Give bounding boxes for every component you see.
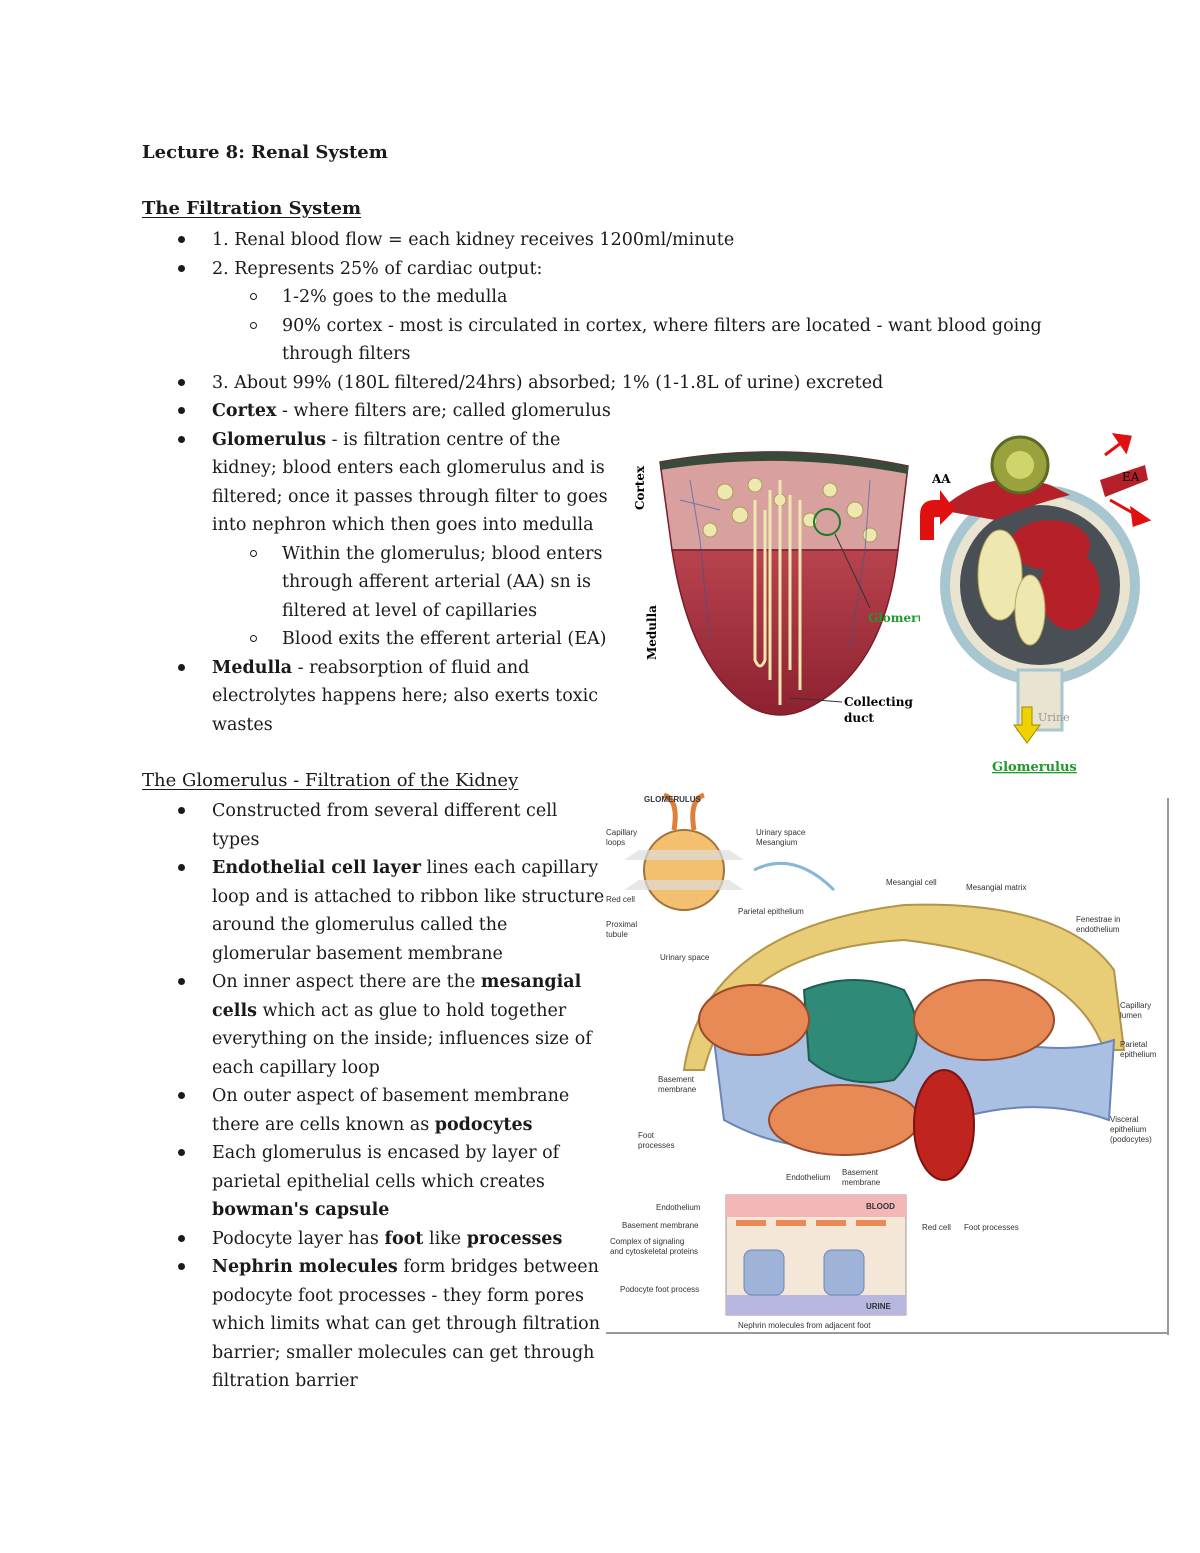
- capsule-band: [660, 451, 908, 474]
- urinary-space-label-2: Urinary space: [660, 953, 710, 962]
- efferent-arrow-up: [1104, 433, 1132, 457]
- visceral-label-3: (podocytes): [1110, 1135, 1152, 1144]
- capillary-tuft: [940, 465, 1148, 630]
- small-glomerulus: [643, 829, 725, 911]
- capillary-lumen-label-2: lumen: [1120, 1011, 1142, 1020]
- proximal-tubule-label: Proximal: [606, 920, 637, 929]
- urinary-space-label: Urinary space: [756, 828, 806, 837]
- foot-label: Foot: [638, 1131, 655, 1140]
- mesangium-shape: [802, 979, 918, 1084]
- complex-label-2: and cytoskeletal proteins: [610, 1247, 698, 1256]
- collecting-duct-label-1: Collecting: [844, 695, 913, 709]
- medulla-label: Medulla: [645, 605, 659, 660]
- visceral-label-2: epithelium: [1110, 1125, 1147, 1134]
- endothelium-label-2: Endothelium: [656, 1203, 701, 1212]
- list-item: 3. About 99% (180L filtered/24hrs) absor…: [142, 369, 1042, 398]
- basement-membrane-label: Basement: [842, 1168, 879, 1177]
- list-item: 1-2% goes to the medulla: [142, 283, 1042, 312]
- basement-label-2: membrane: [658, 1085, 697, 1094]
- glomerulus-caption: Glomerulus: [992, 760, 1077, 775]
- complex-label: Complex of signaling: [610, 1237, 684, 1246]
- list-item: 90% cortex - most is circulated in corte…: [142, 312, 1042, 369]
- foot-label-2: processes: [638, 1141, 674, 1150]
- zoom-arrow: [753, 861, 836, 892]
- glomerulus-label: Glomerulus: [868, 611, 920, 625]
- medulla-region: [671, 549, 899, 716]
- highlighted-glomerulus: [813, 508, 841, 536]
- glomerulus-detail-figure: GLOMERULUS Capillary loops Urinary space…: [606, 792, 1169, 1335]
- foot-processes-label: Foot processes: [964, 1223, 1019, 1232]
- endothelium-label: Endothelium: [786, 1173, 831, 1182]
- tubule-coils: [977, 529, 1046, 646]
- urine-label: URINE: [866, 1302, 892, 1311]
- list-item: Endothelial cell layer lines each capill…: [142, 854, 604, 968]
- page-title: Lecture 8: Renal System: [142, 142, 388, 163]
- section-heading-filtration-system: The Filtration System: [142, 198, 362, 219]
- glomeruli-cluster: [702, 477, 878, 543]
- parietal-epithelium-shape: [682, 903, 1126, 1071]
- parietal-epithelium-label: Parietal epithelium: [738, 907, 804, 916]
- list-item: 2. Represents 25% of cardiac output:: [142, 255, 1042, 284]
- glomerulus-pointer: [834, 533, 871, 609]
- fenestrae-label-2: endothelium: [1076, 925, 1120, 934]
- ea-label: EA: [1122, 470, 1140, 484]
- list-item: Blood exits the efferent arterial (EA): [142, 625, 1042, 654]
- basement-membrane-label-3: Basement membrane: [622, 1221, 699, 1230]
- red-cell-label-2: Red cell: [922, 1223, 951, 1232]
- capillary-loops-label: Capillary: [606, 828, 637, 837]
- capillary-lumen-label: Capillary: [1120, 1001, 1151, 1010]
- red-blood-cell: [913, 1069, 975, 1181]
- section-heading-glomerulus: The Glomerulus - Filtration of the Kidne…: [142, 770, 519, 791]
- visceral-label: Visceral: [1110, 1115, 1139, 1124]
- aa-label: AA: [931, 472, 951, 486]
- list-item: Podocyte layer has foot like processes: [142, 1225, 604, 1254]
- collecting-duct-label-2: duct: [844, 711, 874, 725]
- glomerulus-figure: AA EA Urine Glomerulus: [920, 433, 1152, 775]
- red-cell-label: Red cell: [606, 895, 635, 904]
- tubules: [753, 480, 802, 705]
- list-item: Glomerulus - is filtration centre of the…: [142, 426, 1042, 540]
- mesangial-matrix-label: Mesangial matrix: [966, 883, 1026, 892]
- filtration-list: 1. Renal blood flow = each kidney receiv…: [142, 226, 1042, 739]
- list-item: 1. Renal blood flow = each kidney receiv…: [142, 226, 1042, 255]
- proximal-tubule-label-2: tubule: [606, 930, 628, 939]
- basement-label: Basement: [658, 1075, 695, 1084]
- glomerulus-title: GLOMERULUS: [644, 795, 702, 804]
- parietal-label-2: epithelium: [1120, 1050, 1157, 1059]
- blood-label: BLOOD: [866, 1202, 895, 1211]
- cortex-label: Cortex: [633, 465, 647, 510]
- kidney-section-figure: Cortex Medulla Glomerulus Collecting duc…: [633, 451, 920, 725]
- nephrin-label: Nephrin molecules from adjacent foot: [738, 1321, 871, 1330]
- basement-membrane-label-2: membrane: [842, 1178, 881, 1187]
- fenestrae-label: Fenestrae in: [1076, 915, 1120, 924]
- podocyte-foot-label: Podocyte foot process: [620, 1285, 699, 1294]
- capillary-loops: [698, 979, 1055, 1156]
- urine-label: Urine: [1038, 711, 1070, 724]
- mesangial-cell-label: Mesangial cell: [886, 878, 937, 887]
- capillary-loops-label-2: loops: [606, 838, 625, 847]
- efferent-arrow-down: [1109, 498, 1152, 528]
- mesangium-label: Mesangium: [756, 838, 798, 847]
- urine-arrow: [1013, 706, 1041, 744]
- parietal-label: Parietal: [1120, 1040, 1147, 1049]
- collecting-duct-pointer: [789, 697, 843, 703]
- afferent-arrow: [920, 490, 955, 540]
- list-item: Cortex - where filters are; called glome…: [142, 397, 1042, 426]
- blood-vessels: [679, 479, 871, 651]
